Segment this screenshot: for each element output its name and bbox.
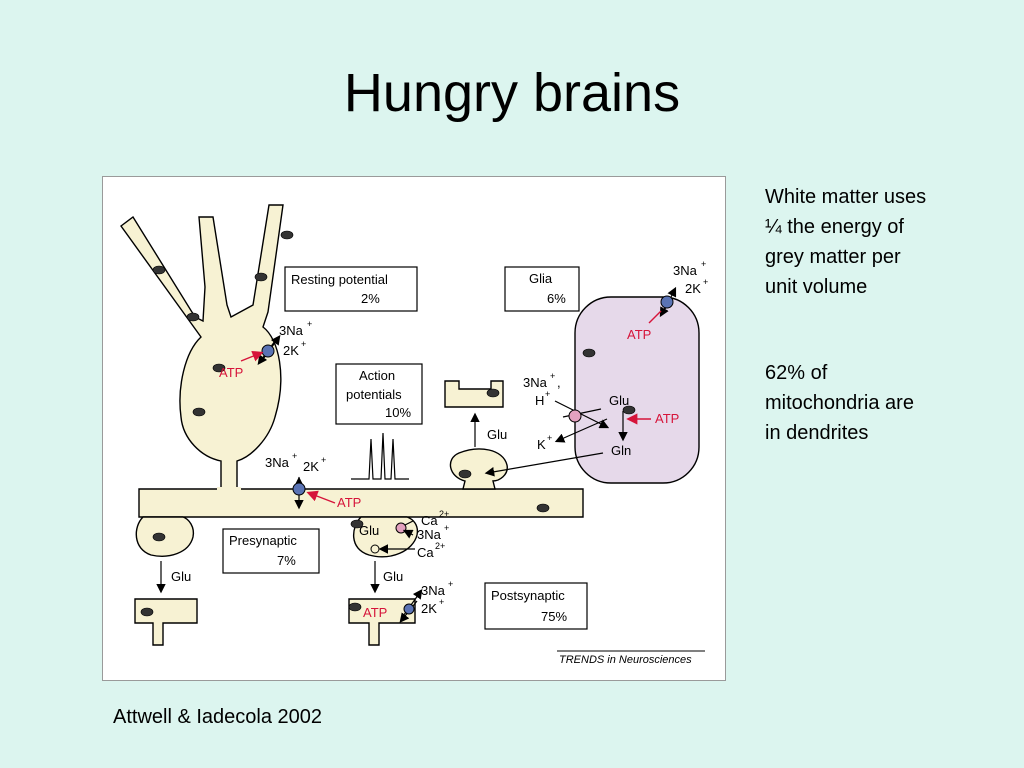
svg-text:+: + [301, 339, 306, 349]
svg-text:2+: 2+ [439, 509, 449, 519]
svg-text:Glu: Glu [359, 523, 379, 538]
svg-text:2K: 2K [283, 343, 299, 358]
svg-text:3Na: 3Na [265, 455, 290, 470]
svg-text:Glia: Glia [529, 271, 553, 286]
mitochondria [140, 230, 636, 617]
svg-text:+: + [444, 523, 449, 533]
box-presynaptic: Presynaptic 7% [222, 528, 320, 574]
presynaptic-calcium-pump: Glu Ca 2+ 3Na + Ca 2+ Glu [359, 509, 449, 594]
svg-text:+: + [703, 277, 708, 287]
svg-text:3Na: 3Na [673, 263, 698, 278]
svg-text:10%: 10% [385, 405, 411, 420]
mitochondrion [212, 363, 226, 373]
svg-text:3Na: 3Na [523, 375, 548, 390]
energy-budget-diagram: Resting potential 2% Action potentials 1… [102, 176, 726, 681]
mitochondrion [536, 503, 550, 513]
svg-text:ATP: ATP [627, 327, 651, 342]
svg-text:ATP: ATP [655, 411, 679, 426]
svg-text:75%: 75% [541, 609, 567, 624]
svg-text:+: + [448, 579, 453, 589]
note-mitochondria: 62% of mitochondria are in dendrites [765, 362, 914, 444]
mitochondrion [458, 469, 472, 479]
soma-na-k-pump: ATP 3Na + 2K + [219, 319, 312, 380]
postsynaptic-terminal-top [444, 380, 504, 408]
svg-text:2+: 2+ [435, 541, 445, 551]
svg-text:2K: 2K [685, 281, 701, 296]
svg-text:H: H [535, 393, 544, 408]
svg-text:2K: 2K [421, 601, 437, 616]
box-postsynaptic: Postsynaptic 75% [484, 582, 588, 630]
mitochondrion [186, 312, 200, 322]
glia-glutamate-transporter: 3Na + , H + K + Glu Gln ATP [484, 371, 679, 477]
svg-text:Action: Action [359, 368, 395, 383]
svg-text:+: + [547, 433, 552, 443]
svg-text:3Na: 3Na [417, 527, 442, 542]
slide-title: Hungry brains [343, 63, 681, 123]
box-action-potentials: Action potentials 10% [335, 363, 423, 425]
svg-text:ATP: ATP [337, 495, 361, 510]
svg-text:,: , [557, 375, 561, 390]
axon-shaft [138, 488, 584, 518]
box-resting-potential: Resting potential 2% [284, 266, 418, 312]
svg-text:2K: 2K [303, 459, 319, 474]
mitochondrion [582, 348, 596, 358]
mitochondrion [140, 607, 154, 617]
mitochondrion [254, 272, 268, 282]
svg-text:Presynaptic: Presynaptic [229, 533, 297, 548]
svg-text:Resting potential: Resting potential [291, 272, 388, 287]
svg-text:3Na: 3Na [279, 323, 304, 338]
mitochondrion [192, 407, 206, 417]
svg-text:+: + [550, 371, 555, 381]
mitochondrion [280, 230, 294, 240]
svg-text:+: + [292, 451, 297, 461]
svg-text:Glu: Glu [171, 569, 191, 584]
glia-cell [574, 296, 700, 484]
left-synapse-glutamate: Glu [156, 561, 191, 594]
axon-na-k-pump: ATP 3Na + 2K + [265, 451, 361, 510]
svg-text:K: K [537, 437, 546, 452]
citation: Attwell & Iadecola 2002 [113, 706, 323, 728]
figure-credit: TRENDS in Neurosciences [557, 650, 705, 666]
svg-text:Postsynaptic: Postsynaptic [491, 588, 565, 603]
neuron-soma-dendrites [120, 204, 284, 490]
action-potential-trace [351, 432, 409, 480]
svg-text:Gln: Gln [611, 443, 631, 458]
svg-text:3Na: 3Na [421, 583, 446, 598]
svg-text:TRENDS in Neurosciences: TRENDS in Neurosciences [559, 654, 692, 666]
postsynaptic-terminal-middle [348, 598, 416, 646]
mitochondrion [152, 265, 166, 275]
upper-synapse-glutamate: Glu [470, 412, 507, 447]
svg-text:Ca: Ca [421, 513, 438, 528]
mitochondrion [348, 602, 362, 612]
svg-text:ATP: ATP [219, 365, 243, 380]
glia-na-k-pump: ATP 3Na + 2K + [627, 259, 708, 342]
mitochondrion [350, 519, 364, 529]
note-white-matter: White matter uses ¼ the energy of grey m… [765, 186, 927, 298]
svg-text:+: + [439, 597, 444, 607]
svg-text:+: + [701, 259, 706, 269]
mitochondrion [152, 532, 166, 542]
svg-text:potentials: potentials [346, 387, 402, 402]
svg-text:+: + [545, 389, 550, 399]
svg-text:ATP: ATP [363, 605, 387, 620]
postsynaptic-terminal-left [134, 598, 198, 646]
box-glia: Glia 6% [504, 266, 580, 312]
mitochondrion [486, 388, 500, 398]
svg-text:+: + [321, 455, 326, 465]
svg-text:+: + [307, 319, 312, 329]
svg-text:7%: 7% [277, 553, 296, 568]
svg-text:2%: 2% [361, 291, 380, 306]
svg-text:6%: 6% [547, 291, 566, 306]
dendritic-spine [449, 448, 508, 490]
svg-text:Glu: Glu [487, 427, 507, 442]
svg-text:Glu: Glu [383, 569, 403, 584]
svg-text:Ca: Ca [417, 545, 434, 560]
svg-text:Glu: Glu [609, 393, 629, 408]
postsynaptic-na-k-pump: ATP 3Na + 2K + [363, 579, 453, 623]
